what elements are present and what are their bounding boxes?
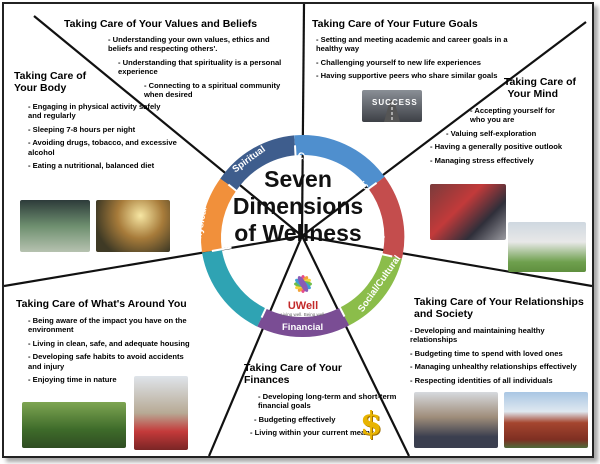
wellness-poster: Spiritual Career/Academic Emotional Soci… [2,2,594,458]
list-item: Challenging yourself to new life experie… [316,58,526,67]
list-item: Eating a nutritional, balanced diet [28,161,184,170]
mind-photo-1 [430,184,506,240]
ring-segment-physical [201,178,237,253]
success-text: SUCCESS [372,98,418,107]
divider-lines [4,4,592,456]
section-future-goals: Taking Care of Your Future Goals Setting… [312,18,526,85]
section-environment: Taking Care of What's Around You Being a… [16,298,216,388]
ring-segment-financial [257,307,350,338]
list-item: Budgeting time to spend with loved ones [410,349,590,358]
ring-segment-spiritual [220,135,297,191]
list-item: Valuing self-exploration [446,129,588,138]
section-body: Taking Care of Your Body Engaging in phy… [14,70,184,174]
list-item: Understanding your own values, ethics an… [108,35,294,54]
logo-text: UWell [287,300,319,312]
environment-photo-garden [22,402,126,448]
list-item: Being aware of the impact you have on th… [28,316,198,335]
ring-label-financial: Financial [282,322,324,333]
section-title-line2: Finances [244,374,290,386]
list-item: Respecting identities of all individuals [410,376,590,385]
section-title-line1: Taking Care of Your [244,362,343,374]
section-title: Taking Care of Your Mind [428,76,588,100]
section-title-line1: Taking Care of [14,70,87,82]
list-item: Engaging in physical activity safely and… [28,102,168,121]
section-title: Taking Care of Your Body [14,70,184,94]
section-title: Taking Care of Your Future Goals [312,18,478,30]
center-title-line2: Dimensions [232,193,364,219]
section-title-line1: Taking Care of Your Relationships [414,296,584,308]
list-item: Sleeping 7-8 hours per night [28,125,184,134]
list-item: Budgeting effectively [254,415,404,424]
list-item: Understanding that spirituality is a per… [118,58,294,77]
relationships-photo-group [414,392,498,448]
ring-segment-career [294,134,385,189]
section-values-beliefs: Taking Care of Your Values and Beliefs U… [64,18,294,103]
section-mind: Taking Care of Your Mind Accepting yours… [428,76,588,169]
section-title-line2: Your Body [14,82,67,94]
success-road-image: SUCCESS [362,90,422,122]
ring-segment-social [339,253,402,326]
section-title: Taking Care of Your Finances [244,362,404,386]
list-item: Managing stress effectively [430,156,588,165]
section-title: Taking Care of What's Around You [16,298,187,310]
list-item: Connecting to a spiritual community when… [144,81,294,100]
dollar-icon: $ [360,404,383,442]
list-item: Developing long-term and short-term fina… [258,392,398,411]
list-item: Avoiding drugs, tobacco, and excessive a… [28,138,178,157]
ring-segment-environmental [202,248,267,327]
wellness-ring [201,134,405,338]
body-photo-running [96,200,170,252]
mind-photo-2 [508,222,586,272]
list-item: Having a generally positive outlook [430,142,588,151]
logo-subtext: Living well. Being well. [280,312,326,317]
flower-icon [294,275,312,293]
list-item: Developing safe habits to avoid accident… [28,352,198,371]
center-title-line3: of Wellness [234,220,362,246]
environment-photo-bikes [134,376,188,450]
body-photo-cafeteria [20,200,90,252]
section-relationships: Taking Care of Your Relationships and So… [410,296,590,389]
road-icon [384,100,400,122]
ring-segment-emotional [368,176,405,259]
list-item: Developing and maintaining healthy relat… [410,326,590,345]
section-title-line2: Your Mind [507,88,558,100]
list-item: Managing unhealthy relationships effecti… [410,362,590,371]
list-item: Living within your current means [250,428,404,437]
list-item: Enjoying time in nature [28,375,216,384]
section-title-line1: Taking Care of [503,76,576,88]
section-title: Taking Care of Your Relationships and So… [414,296,590,320]
list-item: Accepting yourself for who you are [470,106,570,125]
center-title: Seven Dimensions of Wellness [190,166,406,247]
center-title-line1: Seven [264,166,332,192]
list-item: Setting and meeting academic and career … [316,35,526,54]
section-finances: Taking Care of Your Finances Developing … [244,362,404,442]
section-title: Taking Care of Your Values and Beliefs [64,18,258,30]
list-item: Having supportive peers who share simila… [316,71,506,80]
section-title-line2: and Society [414,308,473,320]
relationships-photo-building [504,392,588,448]
uwell-logo: UWell Living well. Being well. [276,272,330,318]
list-item: Living in clean, safe, and adequate hous… [28,339,216,348]
